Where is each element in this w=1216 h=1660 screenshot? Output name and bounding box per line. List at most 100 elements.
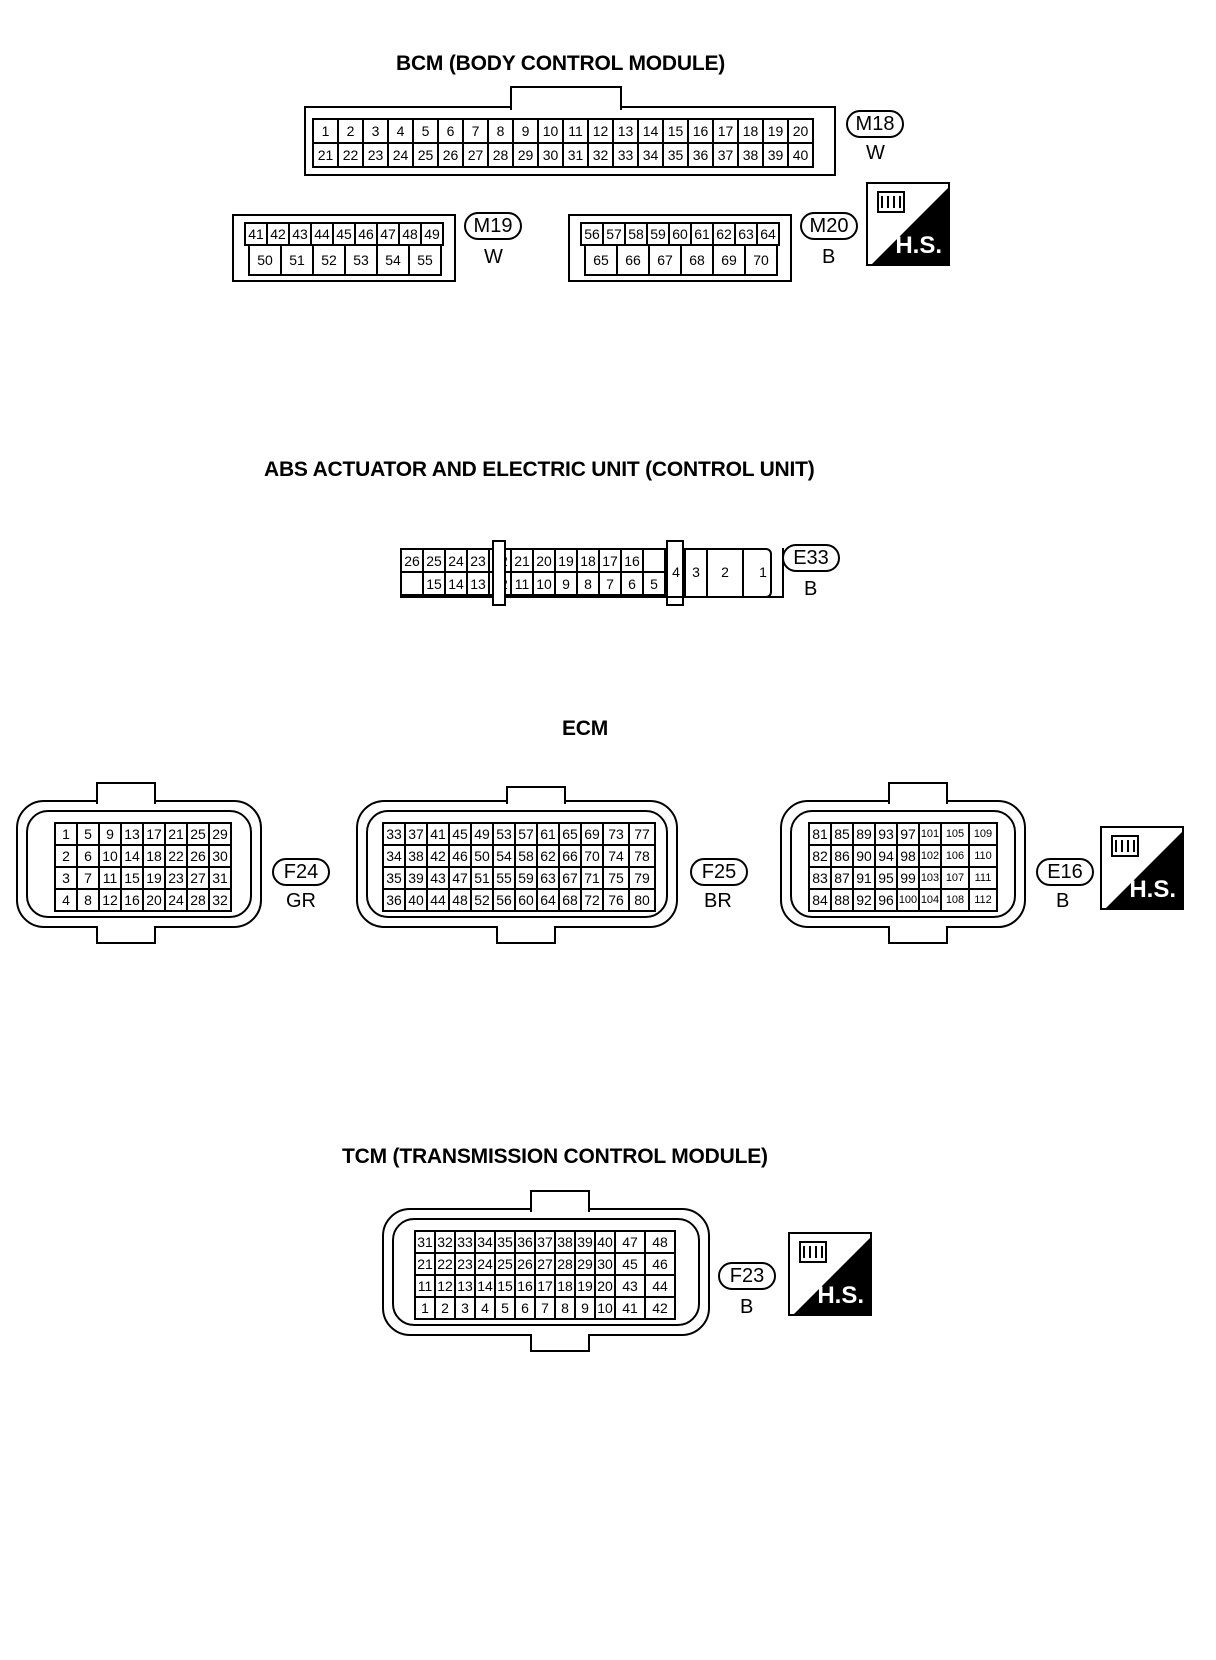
pin-cell: 28	[556, 1254, 576, 1276]
abs-title: ABS ACTUATOR AND ELECTRIC UNIT (CONTROL …	[264, 458, 815, 481]
connector-latch	[510, 86, 622, 110]
pin-cell: 48	[450, 890, 472, 912]
pin-cell: 14	[446, 573, 468, 596]
pin-cell: 32	[436, 1232, 456, 1254]
pin-cell: 36	[689, 144, 714, 168]
pin-cell: 7	[600, 573, 622, 596]
pin-cell: 18	[556, 1276, 576, 1298]
ecm-title: ECM	[562, 717, 609, 740]
pin-cell: 31	[416, 1232, 436, 1254]
pin-cell: 72	[582, 890, 604, 912]
connector-latch	[530, 1334, 590, 1352]
pin-cell: 25	[414, 144, 439, 168]
pin-cell: 34	[476, 1232, 496, 1254]
pin-cell: 20	[789, 120, 814, 144]
pin-cell: 38	[406, 846, 428, 868]
pin-cell: 97	[898, 824, 920, 846]
pin-cell: 50	[472, 846, 494, 868]
pin-cell: 1	[314, 120, 339, 144]
pin-cell: 23	[456, 1254, 476, 1276]
pin-cell: 112	[970, 890, 998, 912]
pin-cell: 47	[616, 1232, 646, 1254]
pin-cell: 21	[314, 144, 339, 168]
pin-cell: 65	[586, 246, 618, 276]
pin-cell: 11	[512, 573, 534, 596]
pin-cell: 96	[876, 890, 898, 912]
pin-cell: 30	[539, 144, 564, 168]
pin-cell: 26	[402, 550, 424, 573]
pin-cell: 107	[942, 868, 970, 890]
pin-cell: 106	[942, 846, 970, 868]
pin-cell: 33	[384, 824, 406, 846]
pin-cell: 19	[144, 868, 166, 890]
pin-cell: 37	[714, 144, 739, 168]
pin-cell: 16	[689, 120, 714, 144]
pin-cell: 35	[496, 1232, 516, 1254]
connector-latch	[888, 926, 948, 944]
pin-cell: 10	[100, 846, 122, 868]
pin-cell: 38	[739, 144, 764, 168]
pin-cell: 13	[122, 824, 144, 846]
pin-cell: 67	[650, 246, 682, 276]
pin-cell: 19	[576, 1276, 596, 1298]
pin-cell: 10	[534, 573, 556, 596]
pin-cell: 83	[810, 868, 832, 890]
harness-side-label: H.S.	[817, 1282, 864, 1309]
pin-cell: 94	[876, 846, 898, 868]
pin-cell: 111	[970, 868, 998, 890]
pin-cell: 10	[539, 120, 564, 144]
pin-cell: 47	[378, 224, 400, 246]
pin-cell: 79	[630, 868, 656, 890]
pin-cell: 27	[536, 1254, 556, 1276]
pin-cell: 24	[476, 1254, 496, 1276]
pin-cell: 24	[446, 550, 468, 573]
pin-cell: 46	[356, 224, 378, 246]
connector-f23-color: B	[740, 1296, 754, 1318]
pin-cell: 14	[639, 120, 664, 144]
pin-cell: 3	[456, 1298, 476, 1320]
connector-e16-color: B	[1056, 890, 1070, 912]
pin-cell: 46	[646, 1254, 676, 1276]
pin-cell: 51	[472, 868, 494, 890]
pin-cell: 13	[614, 120, 639, 144]
pin-cell: 13	[456, 1276, 476, 1298]
pin-cell: 26	[516, 1254, 536, 1276]
pin-cell: 35	[384, 868, 406, 890]
pin-cell: 42	[646, 1298, 676, 1320]
pin-cell: 43	[616, 1276, 646, 1298]
pin-cell: 42	[428, 846, 450, 868]
pin-cell: 17	[536, 1276, 556, 1298]
pin-cell: 26	[188, 846, 210, 868]
pin-cell: 99	[898, 868, 920, 890]
pin-cell: 60	[516, 890, 538, 912]
pin-cell: 39	[406, 868, 428, 890]
pin-cell: 63	[736, 224, 758, 246]
pin-cell: 4	[56, 890, 78, 912]
pin-cell: 98	[898, 846, 920, 868]
pin-cell: 8	[556, 1298, 576, 1320]
pin-cell: 104	[920, 890, 942, 912]
pin-cell: 74	[604, 846, 630, 868]
pin-cell: 27	[188, 868, 210, 890]
pin-cell: 70	[582, 846, 604, 868]
pin-cell	[644, 550, 666, 573]
pin-cell: 29	[576, 1254, 596, 1276]
pin-cell: 34	[639, 144, 664, 168]
pin-cell: 1	[56, 824, 78, 846]
pin-cell: 38	[556, 1232, 576, 1254]
pin-cell: 42	[268, 224, 290, 246]
harness-side-label: H.S.	[895, 232, 942, 259]
pin-cell: 70	[746, 246, 778, 276]
connector-f25-color: BR	[704, 890, 732, 912]
pin-cell: 5	[644, 573, 666, 596]
pin-cell: 44	[428, 890, 450, 912]
tcm-title: TCM (TRANSMISSION CONTROL MODULE)	[342, 1145, 768, 1168]
